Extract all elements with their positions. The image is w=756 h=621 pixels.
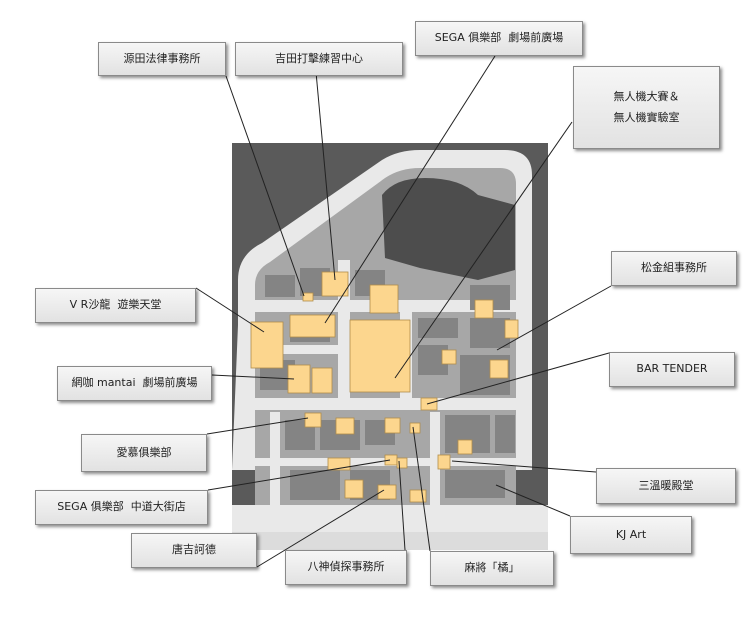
poi-vr-salon xyxy=(250,321,284,369)
label-drone: 無人機大賽＆ 無人機實驗室 xyxy=(573,66,720,149)
poi-matsukane xyxy=(474,299,494,319)
poi-block xyxy=(409,489,427,503)
poi-bar-tender xyxy=(420,397,438,411)
poi-buildings xyxy=(250,271,519,503)
label-sega-theater: SEGA 俱樂部 劇場前廣場 xyxy=(415,21,583,56)
poi-drone xyxy=(369,284,399,314)
poi-block xyxy=(344,479,364,499)
theater-building xyxy=(382,178,515,280)
label-yoshida-batting: 吉田打擊練習中心 xyxy=(235,42,403,76)
label-mahjong: 麻將「橘」 xyxy=(430,551,554,586)
label-bar-tender: BAR TENDER xyxy=(609,352,735,387)
poi-karakichi xyxy=(377,484,397,500)
label-yagami: 八神偵探事務所 xyxy=(285,550,407,585)
leader-lines xyxy=(195,55,612,568)
south-strip xyxy=(232,532,548,550)
poi-block xyxy=(457,439,473,455)
label-aimu: 愛慕俱樂部 xyxy=(81,434,207,472)
poi-aimu xyxy=(304,412,322,428)
poi-block xyxy=(489,359,509,379)
poi-block xyxy=(384,417,401,434)
poi-sega-nakamichi xyxy=(384,454,398,466)
poi-block xyxy=(311,367,333,394)
label-sanon: 三溫暖殿堂 xyxy=(596,468,736,504)
poi-sega-theater xyxy=(289,314,336,338)
poi-theater-center xyxy=(349,319,411,393)
label-sega-nakamichi: SEGA 俱樂部 中道大街店 xyxy=(35,490,208,525)
street xyxy=(255,398,532,410)
poi-yagami xyxy=(396,457,408,469)
poi-minamoto-law xyxy=(302,292,314,302)
label-vr-salon: V R沙龍 遊樂天堂 xyxy=(35,288,196,323)
label-matsukane: 松金組事務所 xyxy=(611,251,737,286)
poi-sanon xyxy=(437,454,451,470)
poi-mahjong xyxy=(409,422,421,434)
label-mantai: 網咖 mantai 劇場前廣場 xyxy=(57,366,212,401)
poi-block xyxy=(335,417,355,435)
poi-block xyxy=(504,319,519,339)
label-minamoto-law: 源田法律事務所 xyxy=(98,42,226,76)
street xyxy=(255,345,355,354)
label-kj-art: KJ Art xyxy=(570,516,692,554)
poi-block xyxy=(441,349,457,365)
label-karakichi: 唐吉訶德 xyxy=(131,533,257,568)
